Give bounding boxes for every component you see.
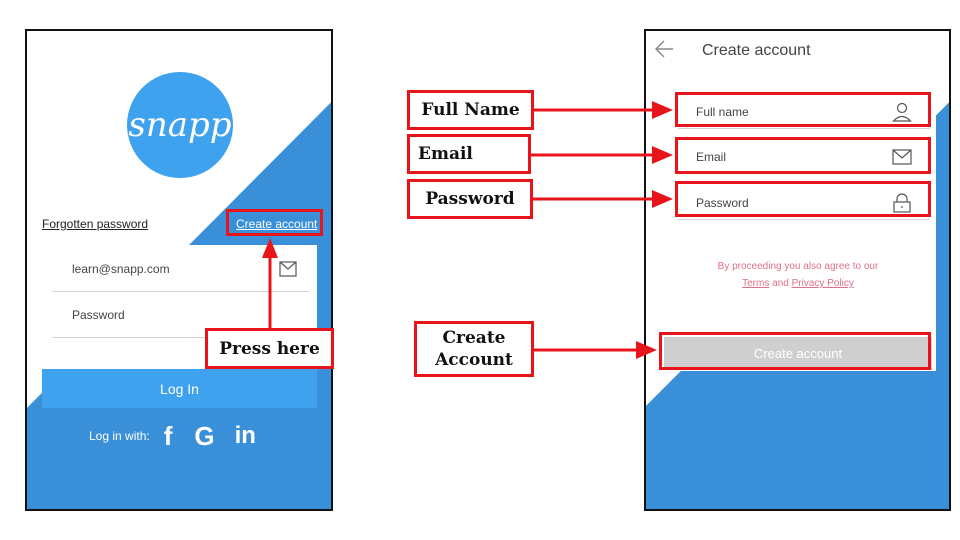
- terms-links: Terms and Privacy Policy: [660, 275, 936, 292]
- create-account-arrow: [534, 341, 657, 359]
- press-here-arrow: [262, 238, 278, 334]
- create-account-link[interactable]: Create account: [236, 217, 318, 231]
- back-arrow-icon[interactable]: [654, 39, 674, 59]
- full-name-placeholder: Full name: [696, 105, 749, 119]
- login-with-label: Log in with:: [89, 429, 150, 443]
- google-icon[interactable]: G: [194, 420, 215, 451]
- forgotten-password-link[interactable]: Forgotten password: [42, 217, 149, 231]
- full-name-highlight: [675, 92, 931, 127]
- linkedin-icon[interactable]: in: [234, 422, 256, 449]
- terms-notice: By proceeding you also agree to our Term…: [660, 258, 936, 292]
- full-name-field[interactable]: Full name: [678, 96, 930, 129]
- page-title: Create account: [702, 42, 811, 59]
- create-account-button-highlight: [659, 332, 931, 370]
- email-value: learn@snapp.com: [72, 262, 170, 276]
- password-arrow: [533, 190, 673, 208]
- press-here-label: Press here: [205, 328, 334, 369]
- social-login-row: Log in with: f G in: [89, 420, 256, 451]
- full-name-arrow: [534, 101, 673, 119]
- password-placeholder-right: Password: [696, 196, 749, 210]
- email-arrow: [531, 146, 673, 164]
- privacy-policy-link[interactable]: Privacy Policy: [791, 278, 854, 289]
- email-highlight: [675, 137, 931, 174]
- create-account-highlight: [226, 209, 323, 236]
- create-account-label: Create Account: [414, 321, 534, 377]
- user-icon: [892, 102, 912, 122]
- snapp-logo: snapp: [127, 72, 233, 178]
- full-name-label: Full Name: [407, 90, 534, 130]
- email-label: Email: [407, 134, 531, 174]
- mail-icon: [892, 149, 912, 165]
- agree-text: By proceeding you also agree to our: [717, 261, 879, 272]
- password-field[interactable]: Password: [52, 293, 309, 338]
- create-account-button-label: Create account: [753, 346, 843, 361]
- password-label: Password: [407, 179, 533, 219]
- login-button[interactable]: Log In: [42, 369, 317, 408]
- terms-link[interactable]: Terms: [742, 278, 770, 289]
- create-account-screen: Create account Full name Email Password …: [644, 29, 951, 511]
- facebook-icon[interactable]: f: [163, 420, 173, 451]
- email-input[interactable]: Email: [678, 141, 930, 174]
- and-text: and: [772, 278, 789, 289]
- logo-text: snapp: [128, 105, 232, 145]
- email-placeholder: Email: [696, 150, 727, 164]
- login-button-label: Log In: [160, 380, 199, 397]
- email-field[interactable]: learn@snapp.com: [52, 247, 309, 292]
- create-account-button[interactable]: Create account: [664, 337, 932, 370]
- lock-icon: [892, 193, 912, 213]
- password-highlight: [675, 181, 931, 217]
- password-placeholder: Password: [72, 308, 125, 322]
- mail-icon: [279, 261, 297, 277]
